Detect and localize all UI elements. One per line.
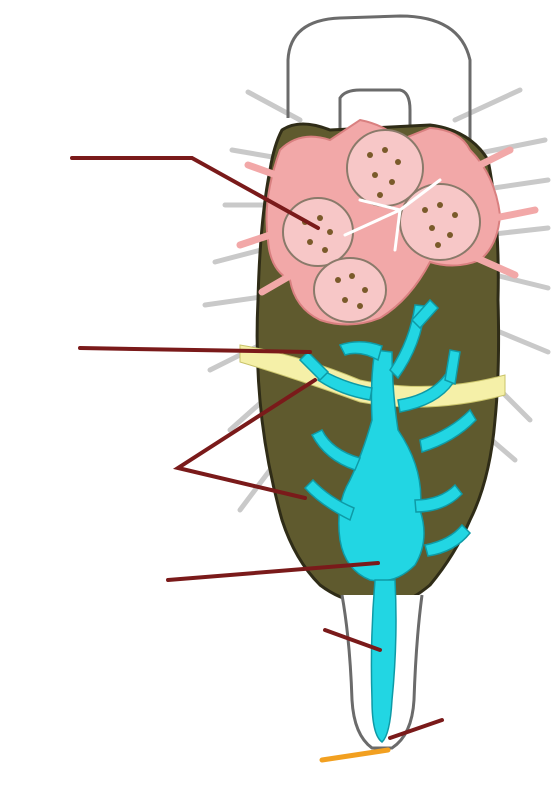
- base-marker: [322, 750, 388, 760]
